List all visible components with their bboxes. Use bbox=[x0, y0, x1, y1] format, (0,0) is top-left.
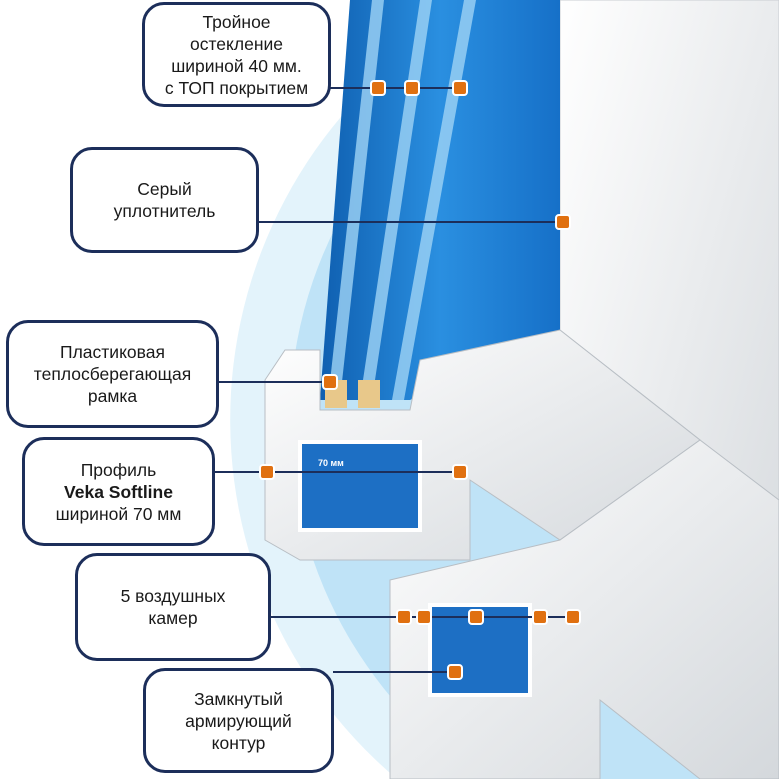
callout-reinforcement: Замкнутый армирующий контур bbox=[143, 668, 334, 773]
marker-dot bbox=[447, 664, 463, 680]
marker-dot bbox=[370, 80, 386, 96]
marker-dot bbox=[259, 464, 275, 480]
callout-text: Пластиковая bbox=[60, 342, 165, 362]
glass-pane-1 bbox=[328, 0, 384, 400]
callout-text: рамка bbox=[87, 386, 138, 406]
callout-text: 5 воздушных bbox=[120, 586, 226, 606]
callout-text: камер bbox=[148, 608, 198, 628]
marker-dot bbox=[396, 609, 412, 625]
marker-dot bbox=[532, 609, 548, 625]
callout-gray-seal: Серый уплотнитель bbox=[70, 147, 259, 253]
callout-text: контур bbox=[211, 732, 266, 753]
callout-text: уплотнитель bbox=[113, 201, 216, 221]
callout-text-bold: Veka Softline bbox=[64, 481, 173, 502]
marker-dot bbox=[555, 214, 571, 230]
callout-text: шириной 40 мм. bbox=[171, 55, 302, 76]
callout-profile: Профиль Veka Softline шириной 70 мм bbox=[22, 437, 215, 546]
markers bbox=[259, 80, 581, 680]
callout-text: остекление bbox=[189, 33, 283, 54]
callout-text: Серый bbox=[137, 179, 192, 199]
dimension-label: 70 мм bbox=[318, 458, 344, 468]
marker-dot bbox=[416, 609, 432, 625]
callout-air-chambers: 5 воздушных камер bbox=[75, 553, 271, 661]
callout-text: Замкнутый bbox=[194, 688, 283, 709]
callout-spacer-frame: Пластиковая теплосберегающая рамка bbox=[6, 320, 219, 428]
spacer-2 bbox=[358, 380, 380, 408]
callout-text: теплосберегающая bbox=[33, 364, 192, 384]
callout-text: шириной 70 мм bbox=[55, 503, 182, 524]
glass-pane-2 bbox=[360, 0, 432, 400]
callout-text: с ТОП покрытием bbox=[164, 77, 309, 98]
callout-text: Профиль bbox=[80, 459, 157, 480]
callout-triple-glazing: Тройное остекление шириной 40 мм. с ТОП … bbox=[142, 2, 331, 107]
marker-dot bbox=[452, 80, 468, 96]
marker-dot bbox=[468, 609, 484, 625]
sash-reinforcement bbox=[298, 440, 422, 532]
callout-text: Тройное bbox=[202, 11, 271, 32]
glass-pane-3 bbox=[392, 0, 476, 400]
marker-dot bbox=[322, 374, 338, 390]
marker-dot bbox=[565, 609, 581, 625]
marker-dot bbox=[452, 464, 468, 480]
callout-text: армирующий bbox=[185, 710, 292, 731]
frame-reinforcement bbox=[428, 603, 532, 697]
marker-dot bbox=[404, 80, 420, 96]
